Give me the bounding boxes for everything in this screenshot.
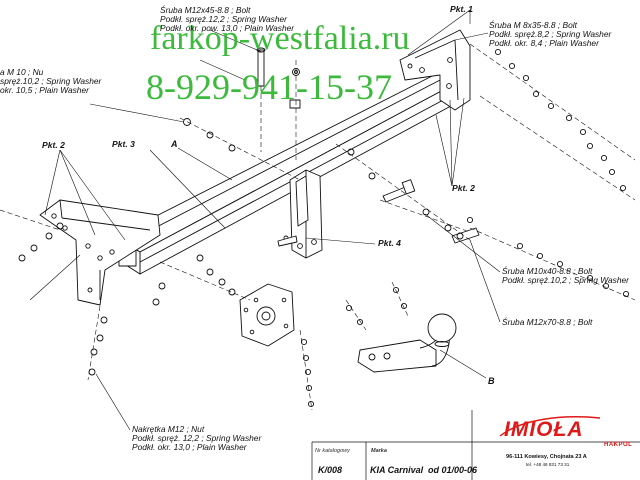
marker-pkt1: Pkt. 1	[450, 4, 473, 14]
callout-nut-m12-line3: Podkł. okr. 13,0 ; Plain Washer	[132, 442, 247, 452]
callout-bolt-m8x35-line1: Śruba M 8x35-8.8 ; Bolt	[489, 20, 577, 30]
logo-name: IMIOŁA	[504, 418, 584, 441]
callout-nut-m12-line2: Podkł. spręż. 12,2 ; Spring Washer	[132, 433, 262, 443]
callout-nut-m12-line1: Nakrętka M12 ; Nut	[132, 424, 205, 434]
company-address: 96-111 Kowiesy, Chojnata 23 A	[506, 454, 587, 460]
callout-bolt-m12x70: Śruba M12x70-8.8 ; Bolt	[502, 317, 593, 327]
bolt-set	[256, 47, 480, 247]
callout-bolt-m8x35-line2: Podkł. spręż.8,2 ; Spring Washer	[489, 29, 612, 39]
callout-bolt-m12x45-line1: Śruba M12x45-8.8 ; Bolt	[160, 5, 251, 15]
callout-bolt-m10x40-line1: Śruba M10x40-8.8 ; Bolt	[502, 266, 593, 276]
assembly-axes	[0, 43, 636, 411]
brand-value: KIA Carnival	[370, 465, 424, 475]
right-bracket-pkt1	[399, 29, 471, 111]
callout-nut-m10-line3: okr. 10,5 ; Plain Washer	[0, 85, 89, 95]
center-hitch-plate	[283, 169, 323, 259]
callout-nut-m10-line2: spręż.10,2 ; Spring Washer	[0, 76, 102, 86]
company-phone: tel. +48 46 831 73 31	[526, 462, 570, 467]
callout-bolt-m12x45-line2: Podkł. spręż.12,2 ; Spring Washer	[160, 14, 287, 24]
marker-pkt4: Pkt. 4	[378, 238, 401, 248]
marker-pkt2-right: Pkt. 2	[452, 183, 475, 193]
callout-nut-m10-line1: a M 10 ; Nu	[0, 67, 44, 77]
catalog-label: Nr katalogowy	[315, 448, 350, 454]
left-bracket	[39, 199, 161, 306]
brand-label: Marka	[371, 448, 387, 454]
socket-plate	[239, 283, 295, 347]
marker-pkt2-left: Pkt. 2	[42, 140, 65, 150]
tow-ball-part-b	[357, 313, 457, 373]
callout-bolt-m12x45-line3: Podkł. okr. pow. 13,0 ; Plain Washer	[160, 23, 295, 33]
catalog-value: K/008	[318, 465, 343, 475]
washer-set	[18, 48, 630, 408]
watermark-phone: 8-929-941-15-37	[146, 67, 392, 107]
leader-lines	[29, 9, 501, 431]
logo-sub: HAKPOL	[604, 442, 633, 448]
marker-pkt3: Pkt. 3	[112, 139, 135, 149]
callout-bolt-m10x40-line2: Podkł. spręż.10,2 ; Spring Washer	[502, 275, 629, 285]
date-value: od 01/00-06	[428, 465, 478, 475]
title-block	[311, 410, 640, 480]
marker-part-b: B	[488, 376, 495, 386]
marker-part-a: A	[171, 139, 178, 149]
callout-bolt-m8x35-line3: Podkł. okr. 8,4 ; Plain Washer	[489, 38, 599, 48]
watermark-site: farkop-westfalia.ru	[150, 20, 410, 57]
